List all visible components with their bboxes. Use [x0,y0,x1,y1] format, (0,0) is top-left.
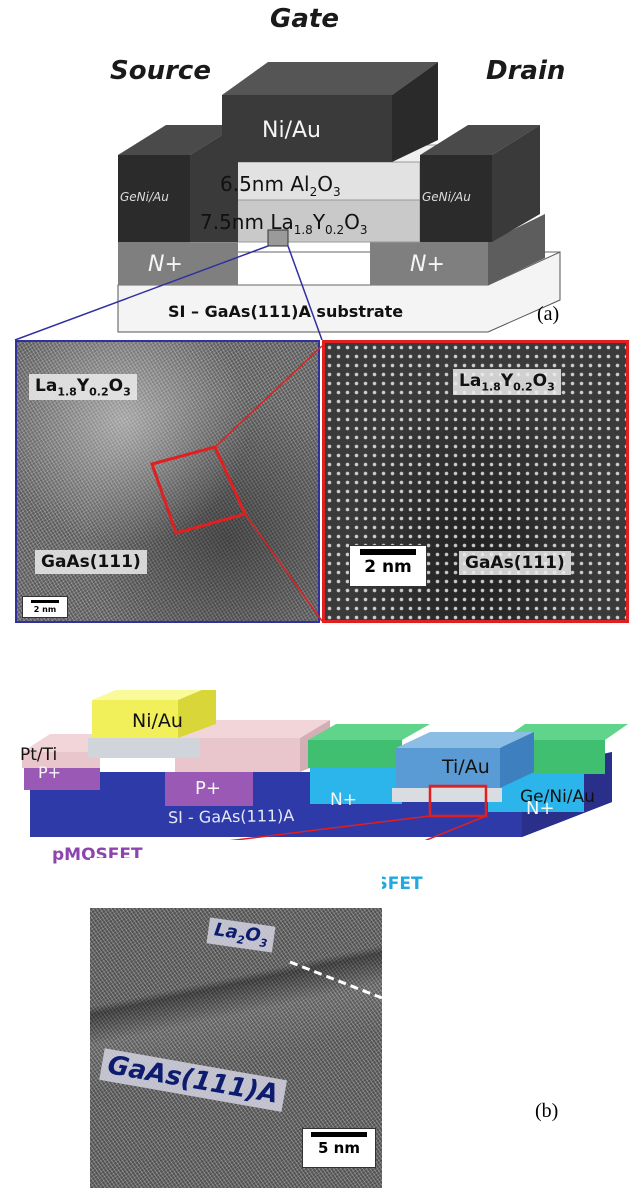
tem-right-bottom-label: GaAs(111) [459,551,571,575]
source-label: Source [110,56,211,86]
n-gate-label: Ti/Au [442,756,490,778]
zoom-box-red [150,445,248,535]
p-gate-top [92,690,202,700]
tem-right-top-label: La1.8Y0.2O3 [453,369,561,396]
tem-b-bottom-label: GaAs(111)A [99,1048,287,1112]
substrate-b-label: SI - GaAs(111)A [167,805,295,828]
n-gate-top [396,732,534,748]
p-plus-right [165,772,253,806]
zoom-line-red-top [214,345,323,448]
device-schematic-a [14,62,561,340]
zoom-line-b-right [424,815,487,840]
zoom-line-right [287,245,323,340]
n-gate-side [500,732,534,788]
n-plus-right-b-label: N+ [526,798,555,819]
pt-ti-label: Pt/Ti [20,745,58,765]
contact-right-top [420,125,540,155]
tem-b-scalebar-line [311,1132,367,1137]
p-gate-front [92,700,178,738]
p-gate-label: Ni/Au [132,710,183,732]
tem-image-right: La1.8Y0.2O3 GaAs(111) 2 nm [322,340,629,623]
contact-left-top [118,125,238,155]
n-plus-left-b-label: N+ [330,790,357,810]
gate-metal-label: Ni/Au [262,118,321,143]
tem-b-white-corner [90,858,382,908]
n-plus-left [118,242,238,285]
interface-dashed-line [289,960,382,1000]
tem-b-scalebar: 5 nm [302,1128,376,1168]
zoom-marker [267,229,289,247]
n-plus-left-label: N+ [148,252,183,277]
contact-right-label: GeNi/Au [422,190,471,204]
contact-right [420,155,492,242]
ge-ni-au-left-front [308,740,402,768]
p-gate-side [178,690,216,738]
n-oxide [392,788,502,802]
gate-metal [222,95,392,162]
tem-left-scalebar: 2 nm [22,596,68,618]
zoom-line-left [14,245,269,340]
oxide-bottom-label: 7.5nm La1.8Y0.2O3 [200,210,368,237]
p-plus-right-label: P+ [195,778,221,799]
tem-image-left: La1.8Y0.2O3 GaAs(111) 2 nm [15,340,320,623]
ge-ni-au-left-top [308,724,430,740]
substrate-label: SI – GaAs(111)A substrate [168,302,404,321]
zoom-box-b [428,784,488,818]
contact-right-side [492,125,540,242]
p-oxide [88,738,200,758]
pt-ti-right-front [175,738,300,772]
n-plus-left-b [310,768,402,804]
gate-metal-top [222,62,438,95]
ge-ni-au-label: Ge/Ni/Au [520,787,595,807]
tem-right-scalebar-line [360,549,416,555]
n-plus-right-side [488,214,545,285]
n-gate-front [396,748,500,788]
n-plus-right-label: N+ [410,252,445,277]
panel-a-tag: (a) [537,303,560,325]
n-plus-right [370,242,488,285]
contact-left-label: GeNi/Au [120,190,169,204]
oxide-top-label: 6.5nm Al2O3 [220,172,341,199]
tem-image-b: La2O3 GaAs(111)A 5 nm [90,858,382,1188]
zoom-line-red-bottom [244,513,323,622]
drain-label: Drain [486,56,566,86]
device-schematic-b [22,690,628,840]
panel-b-tag: (b) [535,1100,559,1122]
zoom-overlay-a [150,345,323,622]
tem-right-scalebar: 2 nm [349,545,427,587]
tem-left-top-label: La1.8Y0.2O3 [29,374,137,401]
tem-left-bottom-label: GaAs(111) [35,550,147,574]
pt-ti-left-front [22,752,100,768]
contact-left [118,155,190,242]
gate-label: Gate [270,4,339,34]
tem-left-scalebar-line [31,600,59,603]
gate-metal-side [392,62,438,162]
tem-b-interface-line [289,960,382,1000]
zoom-line-b-left [229,815,431,840]
p-plus-left-label: P+ [38,763,62,782]
